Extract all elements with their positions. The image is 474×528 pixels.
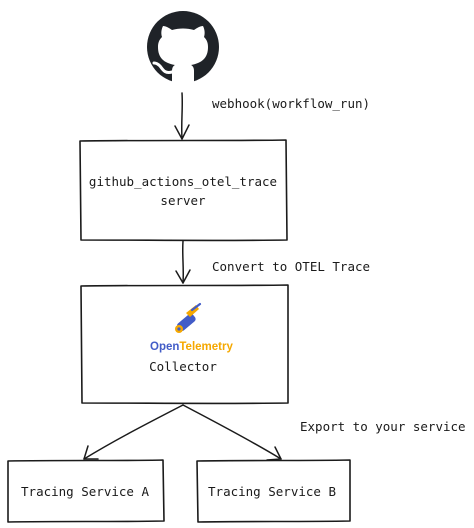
service-a-box — [7, 459, 165, 523]
otel-logo-text: OpenTelemetry — [150, 341, 233, 353]
service-b-box — [196, 459, 351, 523]
service-b-label: Tracing Service B — [208, 484, 336, 499]
edge-webhook-label: webhook(workflow_run) — [212, 96, 370, 111]
edge-webhook-arrow — [174, 92, 190, 140]
edge-export-arrows — [83, 404, 282, 461]
otel-logo-text-telemetry: Telemetry — [179, 341, 233, 353]
collector-label: Collector — [149, 359, 217, 374]
collector-box — [80, 284, 289, 405]
server-label-line1: github_actions_otel_trace — [89, 174, 277, 189]
server-label-line2: server — [160, 193, 206, 208]
edge-convert-label: Convert to OTEL Trace — [212, 259, 370, 274]
server-box — [79, 139, 288, 242]
otel-logo-text-open: Open — [150, 341, 179, 353]
edge-export-label: Export to your service — [300, 419, 466, 434]
github-octocat-icon — [147, 11, 219, 83]
service-a-label: Tracing Service A — [21, 484, 149, 499]
opentelemetry-telescope-icon — [175, 302, 202, 333]
edge-convert-arrow — [175, 240, 191, 284]
